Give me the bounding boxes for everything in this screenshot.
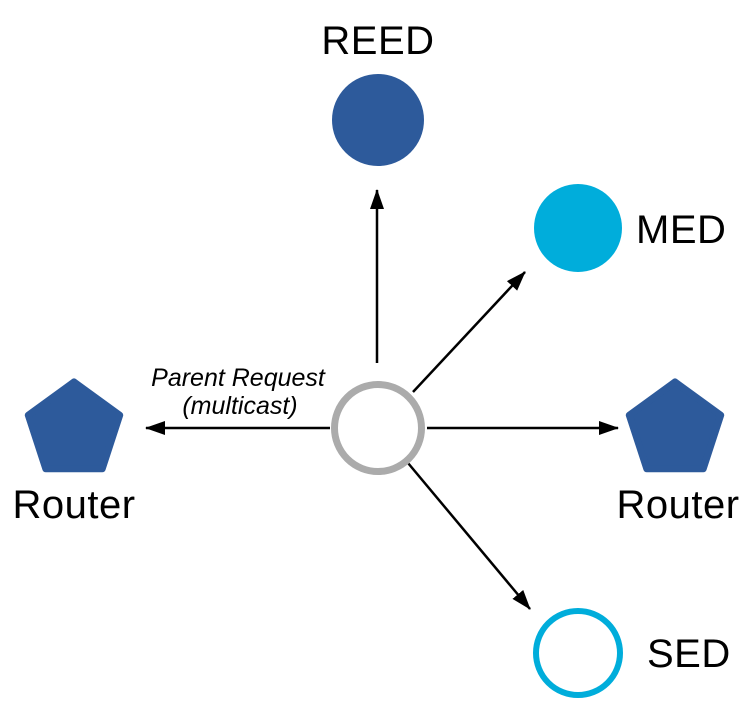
arrow-to-med [412,271,526,393]
reed-node-label: REED [321,19,434,63]
router-right-pentagon [625,378,725,473]
parent-request-annotation-line2: (multicast) [182,392,297,420]
med-node-circle [534,184,622,272]
router-right-node-label: Router [616,483,739,527]
reed-node-circle [332,74,424,166]
sed-node-circle [533,608,623,698]
arrow-to-sed [407,462,531,610]
sed-node-label: SED [647,632,731,676]
med-node-label: MED [636,208,726,252]
router-left-pentagon [24,378,124,473]
router-left-node-label: Router [12,483,135,527]
center-node-circle [331,381,425,475]
parent-request-annotation-line1: Parent Request [151,364,326,392]
